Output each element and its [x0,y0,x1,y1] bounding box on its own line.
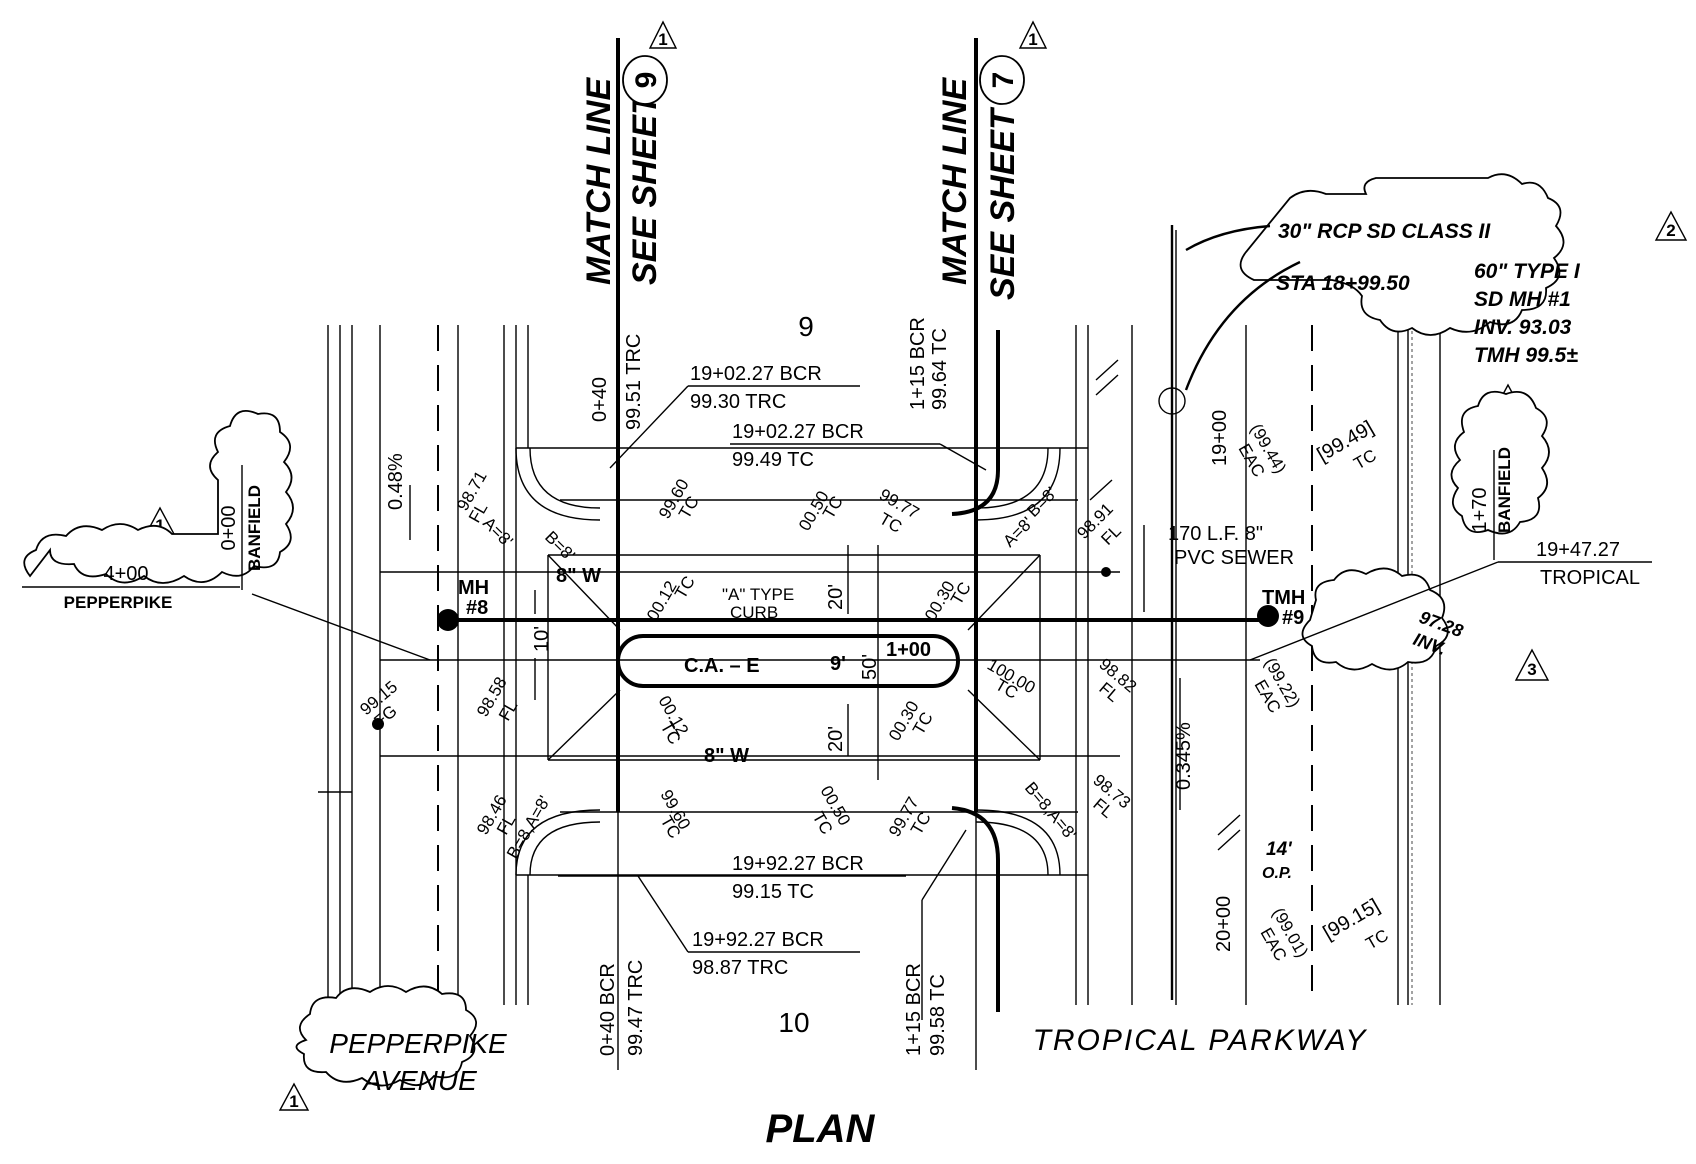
se-bcr-station: 19+92.27 BCR [732,853,864,875]
match-lines [616,38,1000,1070]
nw-bcr-station: 19+02.27 BCR [690,363,822,385]
se-tc-elev: 99.15 TC [732,881,814,903]
storm-drain-pipe-note: 30" RCP SD CLASS II [1278,220,1491,243]
rev-triangle-1c: 1 [155,516,164,535]
rev-triangle-3: 3 [1527,660,1536,679]
dim-20ft-bot: 20' [825,726,847,752]
sewer-length-note: 170 L.F. 8" [1168,523,1263,545]
ne-curb-label-b: B=8' [1023,483,1060,520]
rev-triangle-2: 2 [1666,221,1675,240]
median-ca-label: C.A. – E [684,655,760,677]
mh8-number: #8 [466,597,488,619]
utilities [318,485,1279,810]
elev-9951-trc: 99.51 TRC [623,334,645,430]
median-island [616,634,960,688]
nw-curb-b: B=8' [541,527,578,564]
sta-2000: 20+00 [1213,896,1235,952]
sd-tmh-note: TMH 99.5± [1474,344,1578,367]
median-station: 1+00 [886,639,931,661]
elevation-labels: 98.71 FL 98.58 FL 99.15 FG 98.46 FL 99.6… [356,417,1391,965]
match-line-left-label: MATCH LINE [580,77,618,285]
cross-street-lines [515,447,1088,876]
sewer-pipe-note: PVC SEWER [1174,547,1294,569]
banfield2-station: 1+70 [1469,487,1491,532]
ne-curb-label: A=8' [999,513,1036,550]
water-south-label: 8" W [704,745,749,767]
avenue-street-name: AVENUE [361,1065,477,1096]
sd-inv-note: INV. 93.03 [1474,316,1572,339]
dim-9ft: 9' [830,653,846,675]
sd-mh-note: SD MH #1 [1474,288,1571,311]
dim-op: O.P. [1262,865,1292,882]
see-sheet-left-label: SEE SHEET [626,91,664,285]
elev-9949-tc-label: TC [1351,446,1380,474]
see-sheet-right-number: 7 [987,72,1020,89]
se-curb-label: B=8,A=8' [1021,778,1080,843]
revision-clouds [23,173,1565,1087]
dim-14ft: 14' [1266,839,1293,860]
sta-115-bcr-top: 1+15 BCR [907,317,929,410]
sta-040-bcr-bot: 0+40 BCR [597,963,619,1056]
curb-label: CURB [730,603,778,622]
dim-10ft: 10' [531,626,553,652]
block-9: 9 [798,311,814,342]
curb-type-label: "A" TYPE [722,585,794,604]
callout-leaders [251,385,1652,1020]
tropical-parkway-lines [1075,225,1441,1005]
mh8-label: MH [458,577,489,599]
banfield-station: 0+00 [218,505,240,550]
sw-bcr-station: 19+92.27 BCR [692,929,824,951]
elev-0012-n-tc: TC [671,573,699,602]
tmh9-number: #9 [1282,607,1304,629]
see-sheet-left-number: 9 [630,72,663,89]
see-sheet-right-label: SEE SHEET [984,106,1022,300]
ne-bcr-station: 19+02.27 BCR [732,421,864,443]
sta-115-bcr-bot: 1+15 BCR [903,963,925,1056]
plan-title: PLAN [766,1107,876,1151]
pepperpike-cloud-name: PEPPERPIKE [64,593,173,612]
tropical-station: 19+47.27 [1536,539,1620,561]
sta-040-top: 0+40 [589,377,611,422]
elev-9947-trc: 99.47 TRC [625,960,647,1056]
tropical-parkway-name: TROPICAL PARKWAY [1033,1024,1368,1057]
dim-50ft: 50' [859,654,881,680]
slope-right: 0.345% [1173,722,1195,790]
mh-type-note: 60" TYPE I [1474,260,1581,283]
block-10: 10 [778,1007,809,1038]
elev-9964-tc: 99.64 TC [929,328,951,410]
ne-tc-elev: 99.49 TC [732,449,814,471]
pepperpike-street-name: PEPPERPIKE [329,1028,507,1059]
water-north-label: 8" W [556,565,601,587]
pepperpike-avenue-lines [327,325,529,1005]
match-line-right-label: MATCH LINE [936,77,974,285]
banfield2-cloud-name: BANFIELD [1495,447,1514,533]
slope-left: 0.48% [385,453,407,510]
elev-9915-tc-label: TC [1363,926,1392,954]
elev-9958-tc: 99.58 TC [927,974,949,1056]
sw-trc-elev: 98.87 TRC [692,957,788,979]
dim-20ft-top: 20' [825,584,847,610]
rev-triangle-1d: 1 [289,1092,298,1111]
rev-triangle-1a: 1 [658,30,667,49]
tmh9-label: TMH [1262,587,1305,609]
pepperpike-station: 4+00 [103,563,148,585]
nw-trc-elev: 99.30 TRC [690,391,786,413]
rev-triangle-1b: 1 [1028,30,1037,49]
sta-1900: 19+00 [1209,410,1231,466]
tropical-name: TROPICAL [1540,567,1640,589]
storm-drain-station: STA 18+99.50 [1276,272,1410,295]
banfield-cloud-name: BANFIELD [245,485,264,571]
